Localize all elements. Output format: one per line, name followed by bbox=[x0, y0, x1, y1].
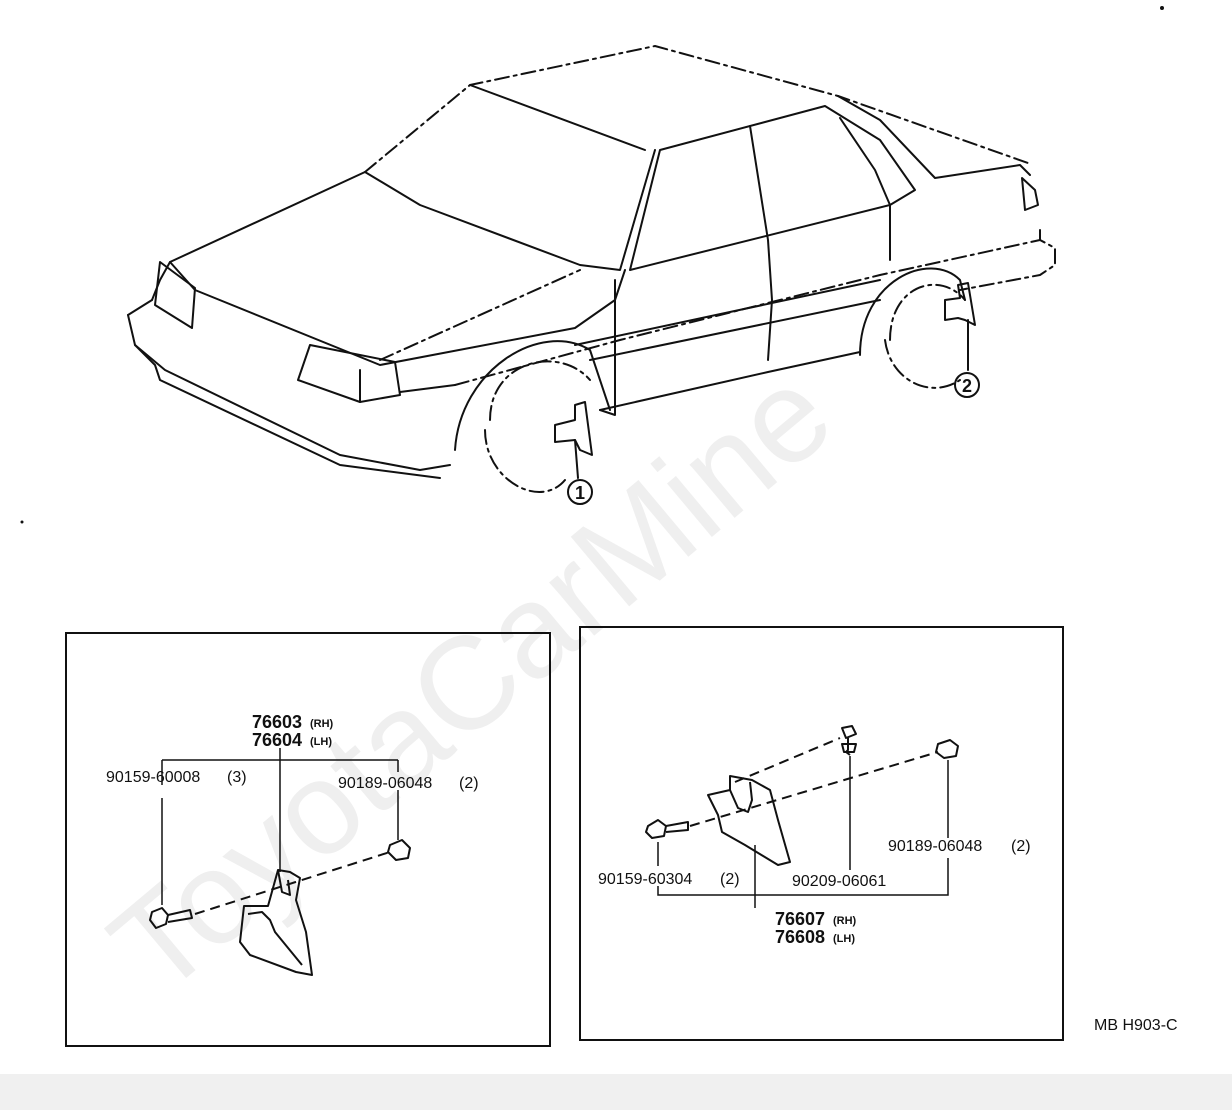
front-mudguard-panel: 76603 (RH) 76604 (LH) 90159-60008 (3) 90… bbox=[65, 632, 551, 1047]
rear-mudguard-panel: 90159-60304 (2) 90209-06061 90189-06048 … bbox=[579, 626, 1064, 1041]
part-90209-06061: 90209-06061 bbox=[792, 873, 886, 890]
label-lh: (LH) bbox=[310, 736, 332, 748]
part-90189-06048-front: 90189-06048 bbox=[338, 775, 432, 792]
qty-90159-60304: (2) bbox=[720, 871, 740, 888]
rear-mudguard-shape bbox=[944, 282, 976, 326]
speck bbox=[1160, 6, 1164, 10]
qty-90189-06048-front: (2) bbox=[459, 775, 479, 792]
part-76604: 76604 bbox=[252, 730, 302, 750]
svg-text:1: 1 bbox=[575, 483, 585, 503]
label-lh-rear: (LH) bbox=[833, 933, 855, 945]
car-illustration bbox=[127, 45, 1056, 493]
label-rh: (RH) bbox=[310, 718, 334, 730]
drawing-code: MB H903-C bbox=[1094, 1017, 1178, 1034]
part-76607: 76607 bbox=[775, 909, 825, 929]
speck bbox=[20, 520, 24, 524]
callout-1: 1 bbox=[567, 479, 593, 505]
part-90159-60304: 90159-60304 bbox=[598, 871, 692, 888]
part-90159-60008: 90159-60008 bbox=[106, 769, 200, 786]
callout-2: 2 bbox=[954, 372, 980, 398]
part-76608: 76608 bbox=[775, 927, 825, 947]
label-rh-rear: (RH) bbox=[833, 915, 857, 927]
qty-90189-06048-rear: (2) bbox=[1011, 838, 1031, 855]
watermark-text: ToyotaCarMine bbox=[84, 338, 859, 1021]
part-90189-06048-rear: 90189-06048 bbox=[888, 838, 982, 855]
footer-band bbox=[0, 1074, 1232, 1110]
qty-90159-60008: (3) bbox=[227, 769, 247, 786]
front-mudguard-shape bbox=[554, 401, 593, 456]
part-76603: 76603 bbox=[252, 712, 302, 732]
svg-text:2: 2 bbox=[962, 376, 972, 396]
